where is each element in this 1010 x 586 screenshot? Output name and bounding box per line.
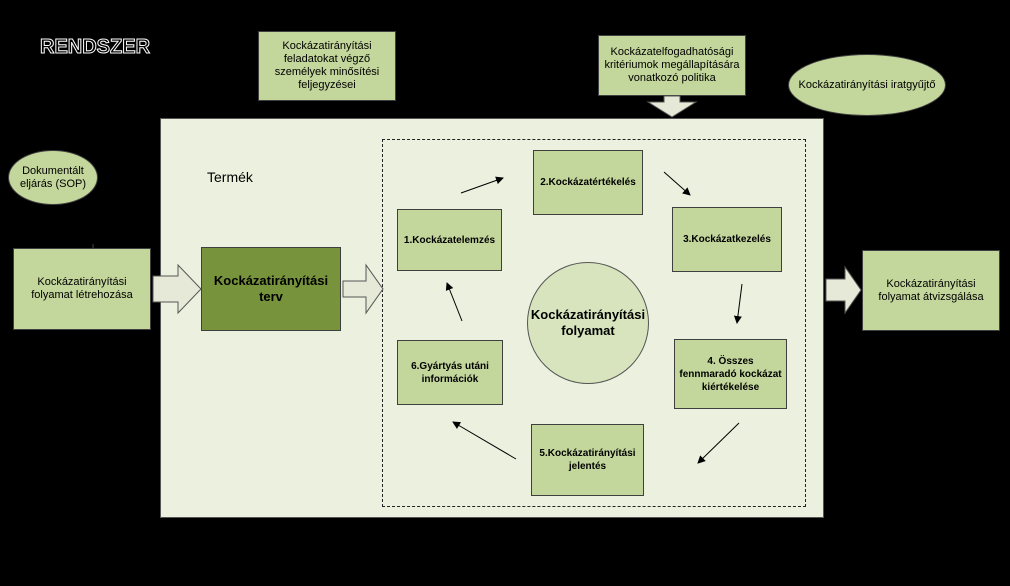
acceptance-policy-text: Kockázatelfogadhatósági kritériumok megá… xyxy=(604,46,740,84)
risk-file-ellipse: Kockázatirányítási iratgyűjtő xyxy=(788,54,946,116)
block-arrow-create-to-plan xyxy=(152,263,202,315)
step-6-text: 6.Gyártyás utáni információk xyxy=(411,360,489,385)
block-arrow-policy-down xyxy=(646,95,698,118)
step-5-text: 5.Kockázatirányítási jelentés xyxy=(539,448,636,472)
qualification-records-text: Kockázatirányítási feladatokat végző sze… xyxy=(274,40,380,91)
process-review-box: Kockázatirányítási folyamat átvizsgálása xyxy=(862,250,1000,331)
risk-plan-box: Kockázatirányítási terv xyxy=(201,247,341,331)
risk-file-text: Kockázatirányítási iratgyűjtő xyxy=(798,78,936,91)
qualification-records-box: Kockázatirányítási feladatokat végző sze… xyxy=(258,31,396,101)
step-3-text: 3.Kockázatkezelés xyxy=(683,234,771,245)
risk-plan-text: Kockázatirányítási terv xyxy=(213,273,329,304)
step-5-risk-report: 5.Kockázatirányítási jelentés xyxy=(531,424,644,496)
arrow-6-to-1 xyxy=(445,282,463,322)
arrow-2-to-3 xyxy=(663,171,691,196)
step-6-post-production: 6.Gyártyás utáni információk xyxy=(397,340,503,405)
system-title: RENDSZER xyxy=(39,36,151,59)
sop-text: Dokumentált eljárás (SOP) xyxy=(19,164,87,190)
step-2-text: 2.Kockázatértékelés xyxy=(540,177,636,188)
acceptance-policy-box: Kockázatelfogadhatósági kritériumok megá… xyxy=(598,35,746,96)
block-arrow-to-review xyxy=(825,265,862,315)
step-2-risk-evaluation: 2.Kockázatértékelés xyxy=(533,150,643,215)
arrow-1-to-2 xyxy=(460,176,504,194)
sop-ellipse: Dokumentált eljárás (SOP) xyxy=(8,150,98,205)
risk-process-text: Kockázatirányítási folyamat xyxy=(530,307,646,338)
process-creation-box: Kockázatirányítási folyamat létrehozása xyxy=(13,248,151,330)
process-creation-text: Kockázatirányítási folyamat létrehozása xyxy=(31,276,133,301)
arrow-4-to-5 xyxy=(697,422,740,464)
step-1-text: 1.Kockázatelemzés xyxy=(403,234,496,246)
arrow-3-to-4 xyxy=(733,283,743,324)
risk-process-circle: Kockázatirányítási folyamat xyxy=(527,262,649,384)
step-4-residual-risk: 4. Összes fennmaradó kockázat kiértékelé… xyxy=(674,339,787,409)
process-region xyxy=(382,139,806,507)
arrow-5-to-6 xyxy=(452,421,517,460)
step-3-risk-control: 3.Kockázatkezelés xyxy=(672,207,782,272)
step-4-text: 4. Összes fennmaradó kockázat kiértékelé… xyxy=(679,355,782,393)
product-label: Termék xyxy=(207,169,253,185)
block-arrow-plan-to-process xyxy=(342,263,384,315)
step-1-risk-analysis: 1.Kockázatelemzés xyxy=(397,209,502,271)
process-review-text: Kockázatirányítási folyamat átvizsgálása xyxy=(878,277,984,303)
